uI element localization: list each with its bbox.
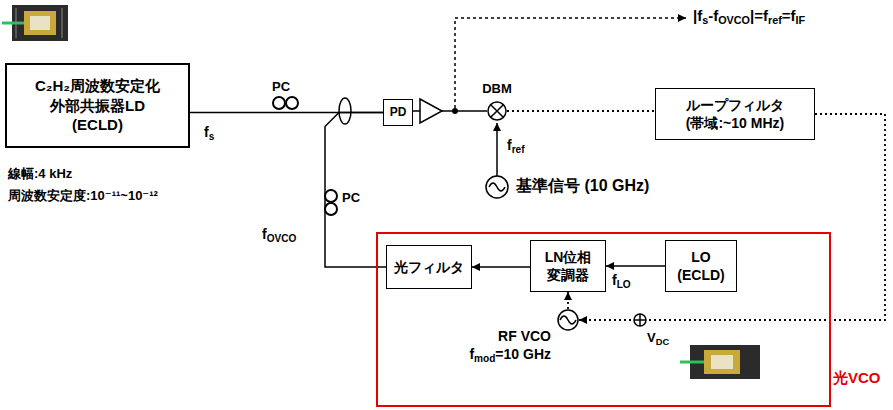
node-text: 光フィルタ (394, 258, 464, 276)
subscript: ref (768, 14, 782, 26)
signal-label: 基準信号 (10 GHz) (516, 176, 649, 196)
signal-label: |fs-fOVCO|=fref=fIF (693, 7, 805, 28)
subscript: s (702, 14, 708, 26)
node-text: C₂H₂周波数安定化 外部共振器LD (ECLD) (35, 76, 160, 135)
process-box: C₂H₂周波数安定化 外部共振器LD (ECLD) (5, 63, 190, 148)
signal-label: 周波数安定度:10⁻¹¹~10⁻¹² (8, 188, 158, 204)
subscript: LO (617, 279, 631, 290)
signal-label: PC (272, 79, 290, 95)
process-box: 光フィルタ (386, 245, 472, 289)
circle-outline (557, 309, 579, 331)
text-line: C₂H₂周波数安定化 (35, 76, 160, 96)
control-signal-line (507, 110, 655, 112)
signal-label: VDC (647, 330, 669, 348)
reference-source (486, 123, 508, 198)
node-text: 光VCO (833, 368, 881, 388)
node-text: RF VCO fmod=10 GHz (469, 327, 551, 365)
subscript: OVCO (267, 233, 297, 244)
process-box: ループフィルタ (帯域:~10 MHz) (655, 88, 815, 140)
signal-line (606, 265, 665, 267)
subscript: IF (796, 14, 806, 26)
process-box: LN位相 変調器 (530, 240, 606, 292)
junction-dot (452, 108, 458, 114)
fiber-coupler (339, 98, 351, 124)
text-line: RF VCO (469, 327, 551, 345)
subscript: mod (474, 353, 495, 364)
signal-line (472, 266, 530, 268)
text-line: ループフィルタ (686, 96, 784, 114)
node-text: PD (390, 105, 407, 121)
text-line: (ECLD) (677, 266, 724, 284)
text-line: fmod=10 GHz (469, 345, 551, 365)
text-line: LO (677, 248, 724, 266)
signal-label: fOVCO (262, 226, 296, 245)
text-line: (ECLD) (35, 115, 160, 135)
process-box: LO (ECLD) (665, 240, 737, 292)
signal-label: PC (342, 190, 360, 206)
node-text: LN位相 変調器 (545, 248, 592, 284)
ecld-photo (2, 5, 68, 41)
text-line: LN位相 (545, 248, 592, 266)
amplifier-symbol (420, 99, 442, 123)
polarization-controller (273, 97, 298, 109)
text-line: 外部共振器LD (35, 96, 160, 116)
circle-symbol: DBM (487, 101, 507, 121)
text-line: (帯域:~10 MHz) (686, 114, 784, 132)
circle-outline (487, 101, 507, 121)
subscript: OVCO (718, 14, 750, 26)
node-text: DBM (482, 81, 512, 98)
polarization-controller (325, 190, 337, 215)
signal-label: fs (204, 124, 214, 143)
subscript: s (209, 131, 215, 142)
subscript: DC (656, 337, 670, 347)
monitor-line (455, 18, 686, 108)
node-text: LO (ECLD) (677, 248, 724, 284)
signal-label: fref (507, 137, 525, 156)
signal-label: fLO (612, 272, 631, 291)
control-signal-line (567, 292, 569, 309)
control-signal-line (579, 114, 885, 320)
node-text: ループフィルタ (帯域:~10 MHz) (686, 96, 784, 132)
circle-symbol: RF VCO fmod=10 GHz (557, 309, 579, 331)
region-frame: 光VCO光フィルタLN位相 変調器LO (ECLD)RF VCO fmod=10… (376, 232, 831, 407)
text-line: 変調器 (545, 266, 592, 284)
summing-junction (634, 314, 646, 326)
process-box: PD (383, 99, 413, 126)
signal-label: 線幅:4 kHz (8, 166, 72, 182)
subscript: ref (512, 144, 525, 155)
ecld-photo (680, 345, 760, 379)
